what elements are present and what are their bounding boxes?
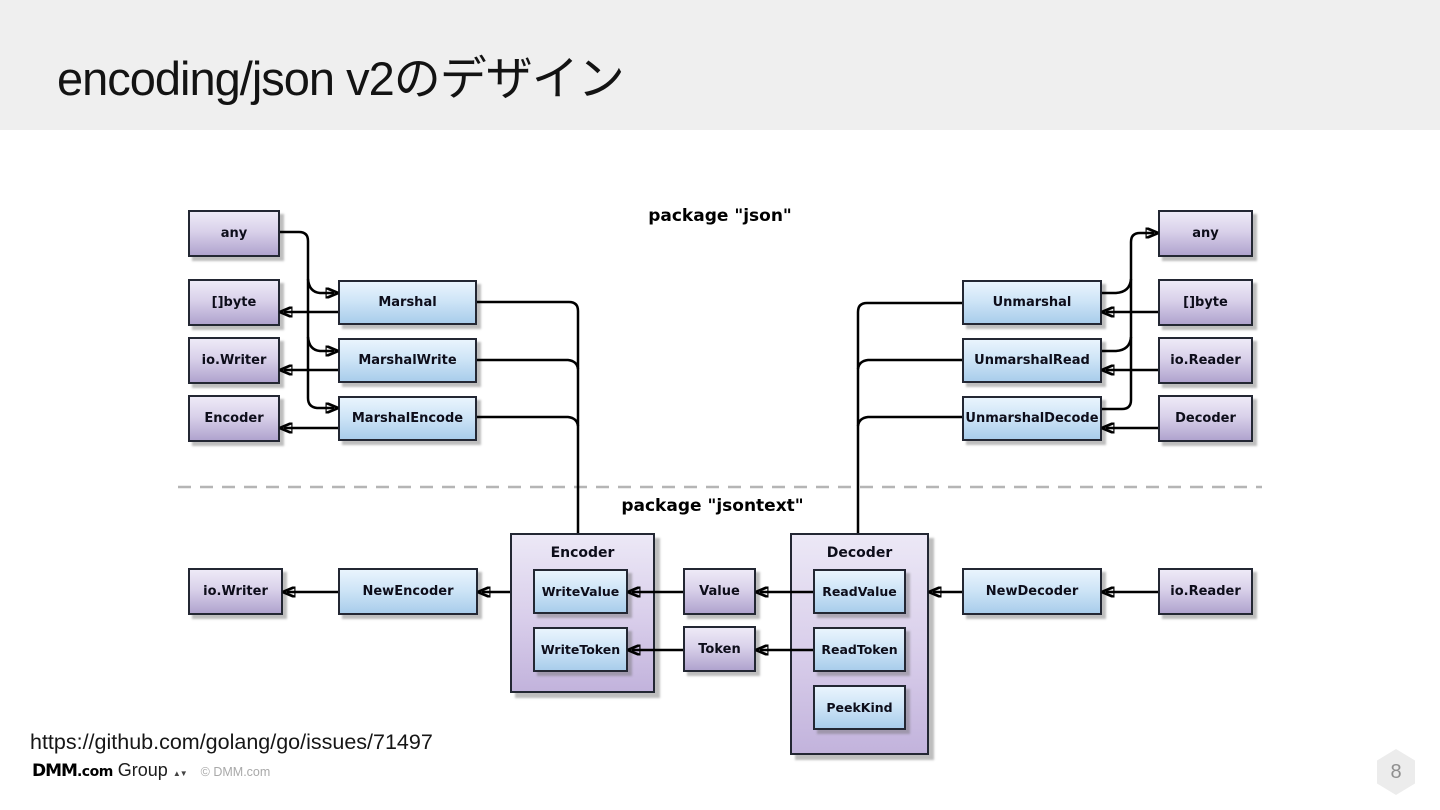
node-byte-slice-left: []byte [188,279,280,326]
dmm-group-logo: DMM.com Group ▲▼ © DMM.com [32,760,270,781]
node-marshal-write: MarshalWrite [338,338,477,383]
logo-dotcom-text: .com [76,764,113,780]
node-unmarshal-read: UnmarshalRead [962,338,1102,383]
node-write-token: WriteToken [533,627,628,672]
node-unmarshal: Unmarshal [962,280,1102,325]
node-token: Token [683,626,756,672]
node-read-value: ReadValue [813,569,906,614]
node-encoder-type: Encoder [188,395,280,442]
node-unmarshal-decode: UnmarshalDecode [962,396,1102,441]
node-new-encoder: NewEncoder [338,568,478,615]
slide-header-band: encoding/json v2のデザイン [0,0,1440,130]
node-io-writer-top: io.Writer [188,337,280,384]
slide-title: encoding/json v2のデザイン [57,52,625,105]
node-io-reader-top: io.Reader [1158,337,1253,384]
node-write-value: WriteValue [533,569,628,614]
node-marshal: Marshal [338,280,477,325]
node-new-decoder: NewDecoder [962,568,1102,615]
unmarshal-side-connectors [856,233,1158,533]
issue-url-text: https://github.com/golang/go/issues/7149… [30,730,433,754]
logo-dmm-text: DMM [32,761,78,781]
copyright-text: © DMM.com [200,765,271,779]
logo-group-text: Group [117,760,168,780]
logo-triangles-icon: ▲▼ [172,769,188,778]
node-peek-kind: PeekKind [813,685,906,730]
decoder-container-title: Decoder [826,545,893,561]
package-jsontext-label: package "jsontext" [621,496,804,516]
package-json-label: package "json" [648,206,792,226]
node-value: Value [683,568,756,615]
encoder-container-title: Encoder [550,545,615,561]
page-number-badge: 8 [1377,749,1415,795]
node-io-writer-bottom: io.Writer [188,568,283,615]
node-marshal-encode: MarshalEncode [338,396,477,441]
node-any-left: any [188,210,280,257]
node-read-token: ReadToken [813,627,906,672]
node-any-right: any [1158,210,1253,257]
node-byte-slice-right: []byte [1158,279,1253,326]
page-number: 8 [1390,760,1402,783]
node-io-reader-bottom: io.Reader [1158,568,1253,615]
node-decoder-type: Decoder [1158,395,1253,442]
